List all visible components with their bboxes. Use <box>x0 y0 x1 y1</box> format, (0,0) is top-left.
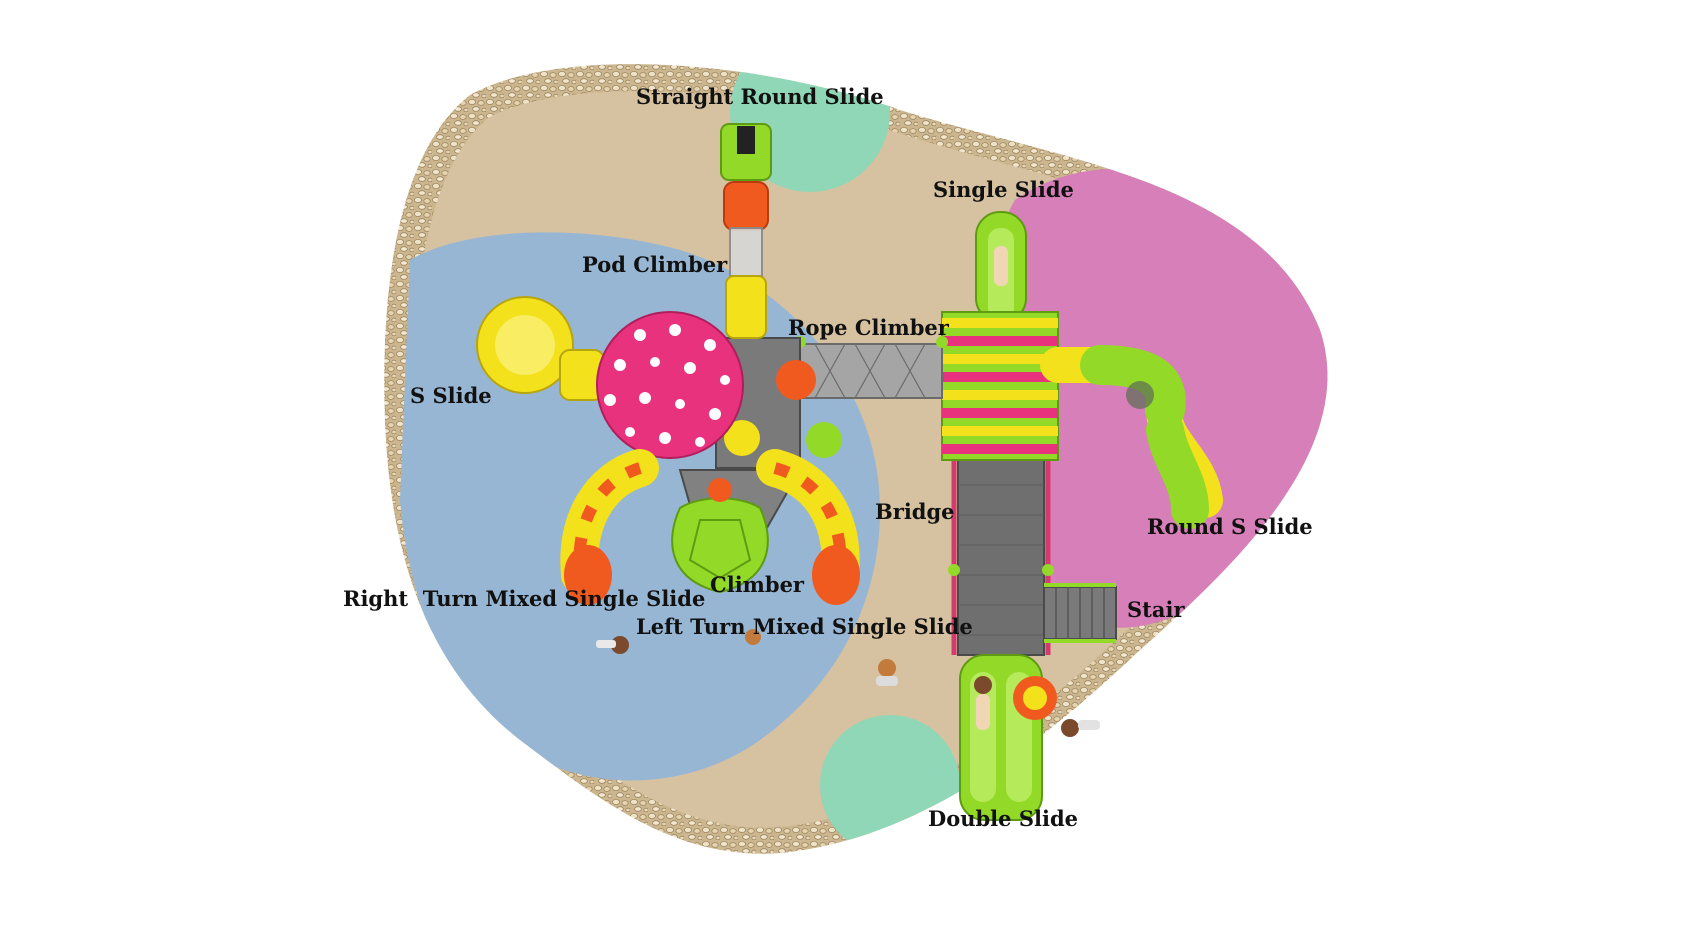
climber-structure <box>671 478 769 594</box>
round-s-slide-structure <box>1040 345 1223 529</box>
label-rope-climber: Rope Climber <box>788 315 950 340</box>
label-left-turn-mixed-single-slide: Left Turn Mixed Single Slide <box>636 614 973 639</box>
striped-roof-deck <box>941 311 1059 461</box>
left-turn-mixed-single-slide-structure <box>756 449 860 605</box>
single-slide-structure <box>975 211 1027 323</box>
stair-structure <box>1043 583 1117 643</box>
label-bridge: Bridge <box>875 499 955 524</box>
label-single-slide: Single Slide <box>933 177 1074 202</box>
component-labels: Straight Round Slide Single Slide Pod Cl… <box>343 84 1313 831</box>
s-slide-structure <box>476 296 605 401</box>
mint-zone-bottom <box>820 715 960 854</box>
label-round-s-slide: Round S Slide <box>1147 514 1313 539</box>
tree-top-icon <box>776 360 816 400</box>
pod-climber-structure <box>596 311 744 459</box>
double-slide-structure <box>959 654 1057 821</box>
rope-climber-structure <box>794 336 948 399</box>
label-double-slide: Double Slide <box>928 806 1078 831</box>
straight-round-slide-structure <box>720 123 772 339</box>
label-climber: Climber <box>710 572 805 597</box>
label-right-turn-mixed-single-slide: Right Turn Mixed Single Slide <box>343 586 705 611</box>
label-stair: Stair <box>1127 597 1185 622</box>
right-turn-mixed-single-slide-structure <box>560 449 659 605</box>
label-straight-round-slide: Straight Round Slide <box>636 84 884 109</box>
people-figures <box>596 629 1100 737</box>
label-pod-climber: Pod Climber <box>582 252 728 277</box>
label-s-slide: S Slide <box>410 383 492 408</box>
